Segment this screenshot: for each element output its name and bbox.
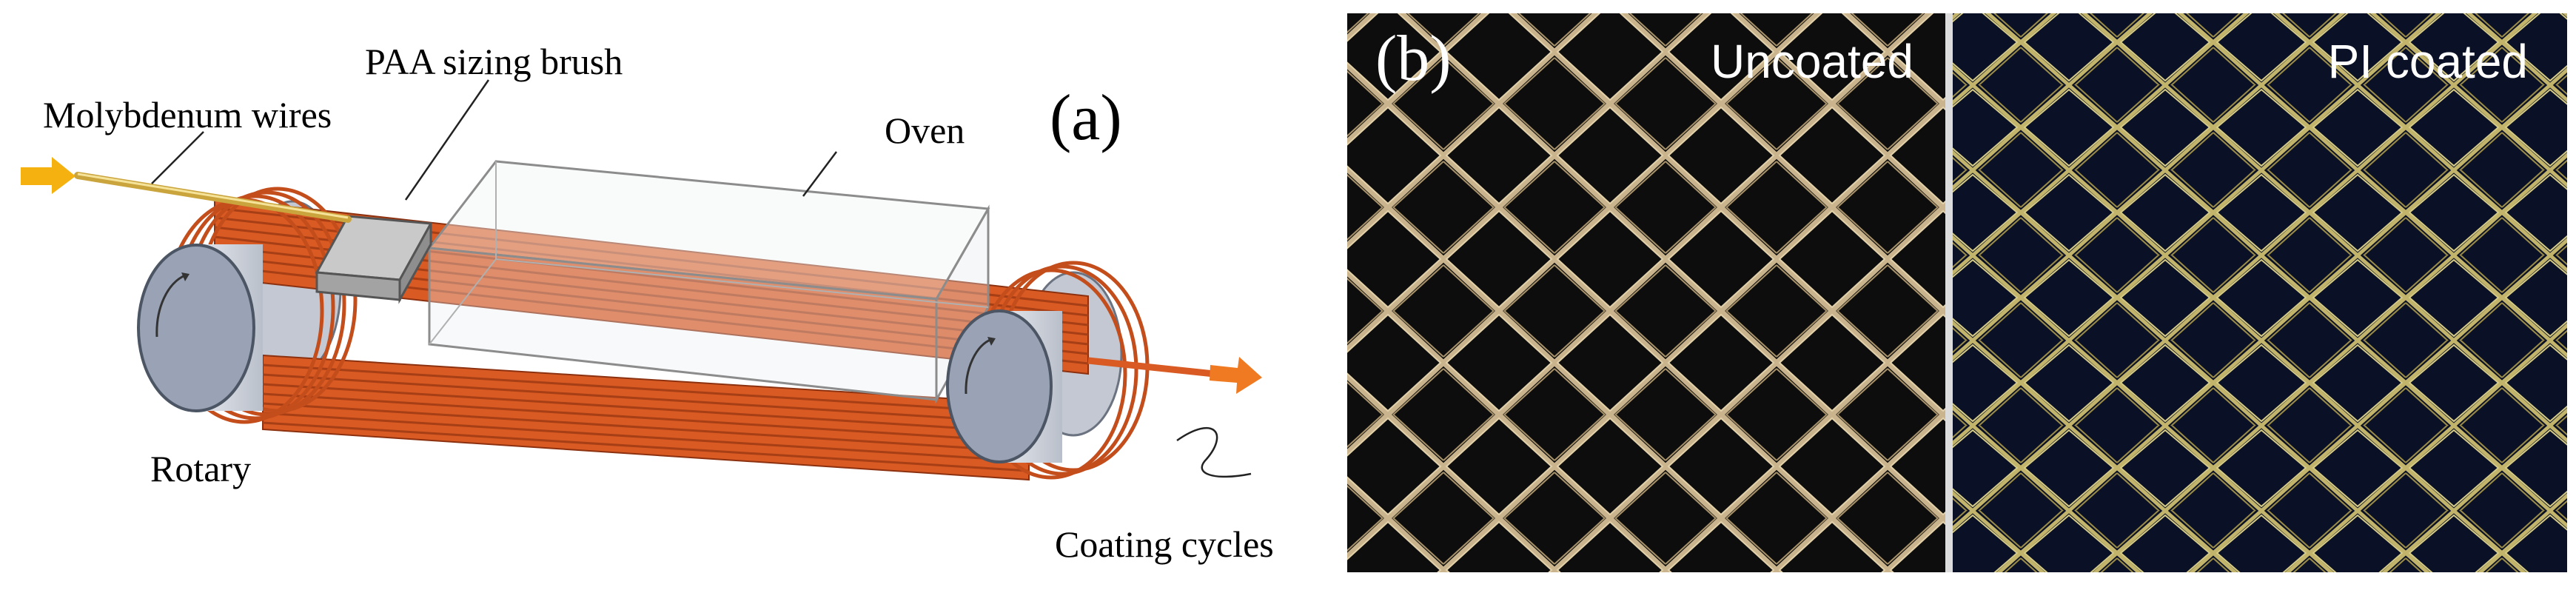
output-wire <box>1087 357 1215 378</box>
input-arrow <box>21 157 76 194</box>
rotary-label: Rotary <box>150 448 251 489</box>
leader-lines <box>151 79 1252 478</box>
coating-cycles-label: Coating cycles <box>1055 523 1274 565</box>
coated-photo <box>1953 13 2567 572</box>
oven-label: Oven <box>885 110 965 151</box>
coated-caption: PI coated <box>2328 35 2528 88</box>
panel-b: (b) Uncoated PI coated <box>1347 13 2567 572</box>
molybdenum-label: Molybdenum wires <box>43 94 332 135</box>
paa-brush-label: PAA sizing brush <box>365 41 623 82</box>
oven-box <box>427 160 990 404</box>
output-arrow <box>1210 357 1262 394</box>
panel-b-label: (b) <box>1375 23 1452 95</box>
uncoated-photo <box>1347 13 1945 572</box>
paa-brush <box>315 215 433 304</box>
uncoated-caption: Uncoated <box>1711 35 1913 88</box>
drum-right <box>946 309 1062 463</box>
molybdenum-wire <box>74 172 352 223</box>
panel-a-label: (a) <box>1050 82 1122 154</box>
wire-band-bottom-lines <box>262 363 1030 472</box>
drum-left <box>137 244 263 412</box>
panel-a: PAA sizing brush Molybdenum wires Oven R… <box>21 41 1274 565</box>
